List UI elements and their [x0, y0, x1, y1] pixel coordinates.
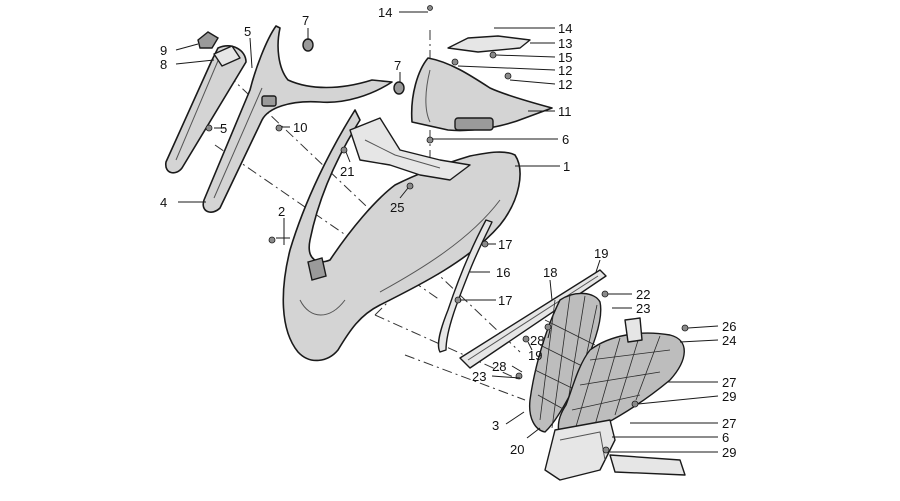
- callout-10: 10: [293, 120, 307, 135]
- callout-7-left: 7: [302, 13, 309, 28]
- callout-21: 21: [340, 164, 354, 179]
- callout-6-lower: 6: [722, 430, 729, 445]
- callout-5-lower: 5: [220, 121, 227, 136]
- callout-12-upper: 12: [558, 63, 572, 78]
- callout-18: 18: [543, 265, 557, 280]
- callout-17-lower: 17: [498, 293, 512, 308]
- part-headlight-housing: [410, 57, 553, 132]
- callout-3: 3: [492, 418, 499, 433]
- part-badge-emblem: [197, 31, 241, 67]
- part-lower-frame-bracket: [544, 317, 686, 481]
- callout-20: 20: [510, 442, 524, 457]
- callout-2: 2: [278, 204, 285, 219]
- fasteners: [205, 5, 689, 454]
- callout-28-upper: 28: [530, 333, 544, 348]
- part-side-strip: [437, 219, 493, 353]
- callout-4: 4: [160, 195, 167, 210]
- callout-23-upper: 23: [636, 301, 650, 316]
- callout-28-lower: 28: [492, 359, 506, 374]
- part-inner-shield-y-piece: [202, 25, 393, 213]
- callout-labels: 1 2 3 4 5 5 6 6 7 7 8 9 10 11 12 12 13 1…: [160, 5, 736, 460]
- callout-19-upper: 19: [594, 246, 608, 261]
- callout-16: 16: [496, 265, 510, 280]
- part-inner-bracket: [349, 117, 471, 181]
- callout-leader-lines: [175, 11, 719, 453]
- callout-22: 22: [636, 287, 650, 302]
- callout-7-right: 7: [394, 58, 401, 73]
- callout-15: 15: [558, 50, 572, 65]
- callout-25: 25: [390, 200, 404, 215]
- callout-19-lower: 19: [528, 348, 542, 363]
- callout-23-lower: 23: [472, 369, 486, 384]
- callout-12-lower: 12: [558, 77, 572, 92]
- callout-9: 9: [160, 43, 167, 58]
- callout-27-lower: 27: [722, 416, 736, 431]
- callout-13: 13: [558, 36, 572, 51]
- callout-8: 8: [160, 57, 167, 72]
- callout-11: 11: [558, 104, 572, 119]
- callout-29-upper: 29: [722, 389, 736, 404]
- callout-17-upper: 17: [498, 237, 512, 252]
- callout-29-lower: 29: [722, 445, 736, 460]
- callout-6-upper: 6: [562, 132, 569, 147]
- callout-14-left: 14: [378, 5, 392, 20]
- callout-14-right: 14: [558, 21, 572, 36]
- part-upper-lens: [447, 35, 531, 53]
- part-grommets: [302, 38, 405, 95]
- callout-5-upper: 5: [244, 24, 251, 39]
- callout-1: 1: [563, 159, 570, 174]
- callout-24: 24: [722, 333, 736, 348]
- callout-26: 26: [722, 319, 736, 334]
- part-left-grille: [528, 292, 602, 433]
- part-lower-trim: [459, 269, 607, 369]
- callout-27-upper: 27: [722, 375, 736, 390]
